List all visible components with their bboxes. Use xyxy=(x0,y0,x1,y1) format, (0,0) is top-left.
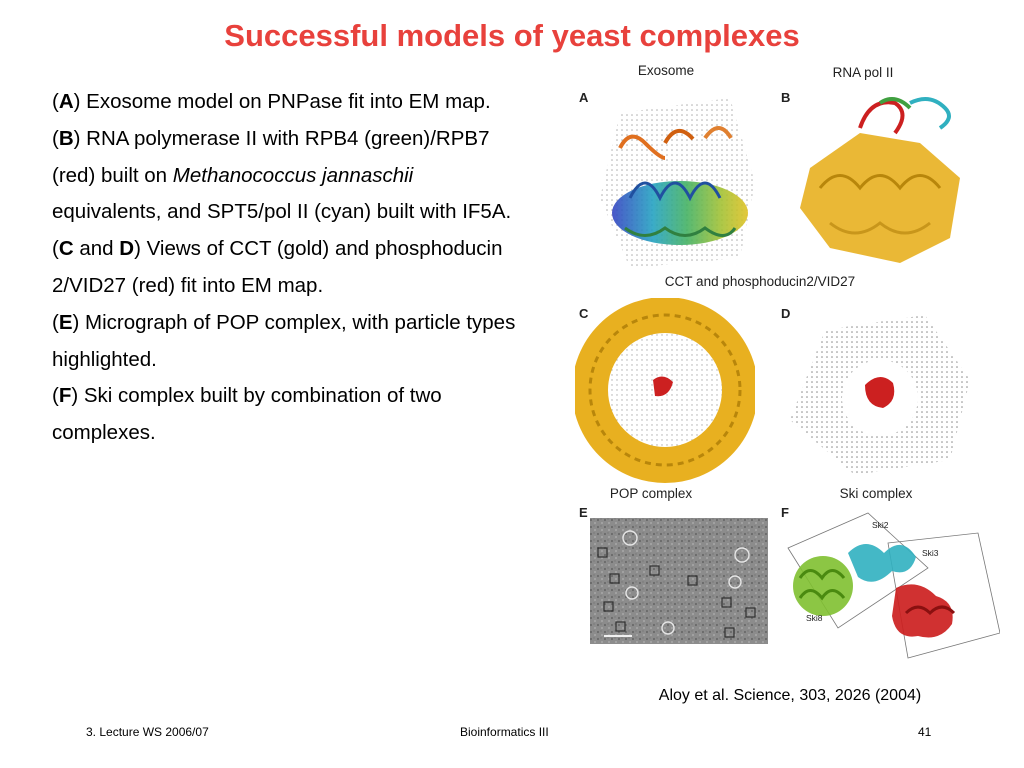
ski3-label: Ski3 xyxy=(922,548,939,558)
paragraph-a: (A) Exosome model on PNPase fit into EM … xyxy=(52,90,491,113)
label-d: D xyxy=(119,237,135,261)
header-ski: Ski complex xyxy=(839,486,913,501)
ski2-label: Ski2 xyxy=(872,520,889,530)
panel-letter-d: D xyxy=(781,306,791,321)
footer-course: Bioinformatics III xyxy=(460,725,549,739)
label-e: E xyxy=(58,310,73,334)
paragraph-e: (E) Micrograph of POP complex, with part… xyxy=(52,310,516,371)
footer-page-number: 41 xyxy=(918,725,932,739)
pop-micrograph-image xyxy=(590,518,768,644)
label-b: B xyxy=(58,126,74,150)
panel-letter-b: B xyxy=(781,90,791,105)
cct-model-image xyxy=(575,298,755,483)
slide-title: Successful models of yeast complexes xyxy=(224,18,800,53)
header-rna-pol: RNA pol II xyxy=(832,65,894,80)
description-text: (A) Exosome model on PNPase fit into EM … xyxy=(52,84,522,452)
ski-complex-model-image xyxy=(787,512,1000,659)
phosducin-em-map-image xyxy=(790,315,970,475)
paragraph-b: (B) RNA polymerase II with RPB4 (green)/… xyxy=(52,126,512,224)
panel-letter-a: A xyxy=(579,90,589,105)
label-a: A xyxy=(58,90,74,113)
species-name: Methanococcus jannaschii xyxy=(172,163,414,187)
panel-letter-c: C xyxy=(579,306,589,321)
rna-pol-ii-model-image xyxy=(800,97,960,263)
complexes-figure: Exosome RNA pol II CCT and phosphoducin2… xyxy=(570,58,1010,668)
ski8-label: Ski8 xyxy=(806,613,823,623)
label-f: F xyxy=(58,384,72,408)
paragraph-f: (F) Ski complex built by combination of … xyxy=(52,384,442,445)
panel-letter-f: F xyxy=(781,505,789,520)
label-c: C xyxy=(58,237,74,261)
header-exosome: Exosome xyxy=(637,63,695,78)
header-cct: CCT and phosphoducin2/VID27 xyxy=(664,274,856,289)
paragraph-c-d: (C and D) Views of CCT (gold) and phosph… xyxy=(52,237,503,297)
header-pop: POP complex xyxy=(609,486,693,501)
footer-lecture: 3. Lecture WS 2006/07 xyxy=(86,725,209,739)
panel-letter-e: E xyxy=(579,505,588,520)
citation: Aloy et al. Science, 303, 2026 (2004) xyxy=(658,687,922,704)
exosome-model-image xyxy=(600,98,755,268)
